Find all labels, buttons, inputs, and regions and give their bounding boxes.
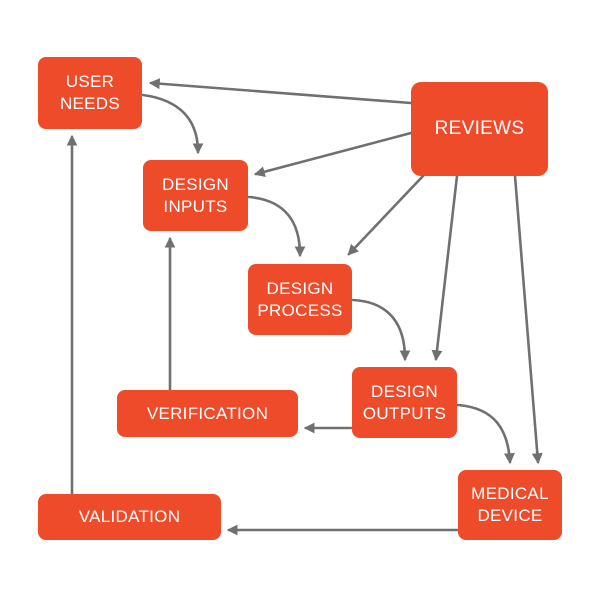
node-design-process-label: DESIGN PROCESS bbox=[257, 278, 343, 320]
node-design-process: DESIGN PROCESS bbox=[248, 264, 352, 335]
arrow-reviews-to-design-inputs bbox=[253, 131, 413, 178]
node-reviews: REVIEWS bbox=[411, 82, 548, 176]
node-design-outputs: DESIGN OUTPUTS bbox=[352, 367, 457, 438]
arrow-user-needs-to-design-inputs bbox=[141, 93, 204, 155]
node-design-inputs-label: DESIGN INPUTS bbox=[162, 174, 229, 216]
node-validation: VALIDATION bbox=[38, 494, 221, 540]
node-validation-label: VALIDATION bbox=[78, 507, 181, 526]
node-verification: VERIFICATION bbox=[117, 390, 298, 437]
node-design-inputs: DESIGN INPUTS bbox=[143, 160, 248, 231]
arrow-reviews-to-medical-device bbox=[513, 174, 543, 465]
node-verification-label: VERIFICATION bbox=[146, 403, 269, 423]
arrow-reviews-to-design-process bbox=[347, 174, 425, 256]
node-user-needs: USER NEEDS bbox=[38, 57, 142, 129]
arrow-design-process-to-design-outputs bbox=[351, 298, 411, 362]
node-reviews-label: REVIEWS bbox=[434, 118, 525, 139]
node-user-needs-label: USER NEEDS bbox=[59, 72, 121, 113]
node-medical-device: MEDICAL DEVICE bbox=[458, 470, 562, 540]
arrow-design-outputs-to-medical-device bbox=[456, 403, 515, 465]
arrow-reviews-to-design-outputs bbox=[431, 174, 459, 362]
node-design-outputs-label: DESIGN OUTPUTS bbox=[362, 381, 447, 423]
node-medical-device-label: MEDICAL DEVICE bbox=[471, 484, 549, 525]
arrow-design-inputs-to-design-process bbox=[247, 195, 306, 258]
arrow-reviews-to-user-needs bbox=[148, 78, 413, 105]
